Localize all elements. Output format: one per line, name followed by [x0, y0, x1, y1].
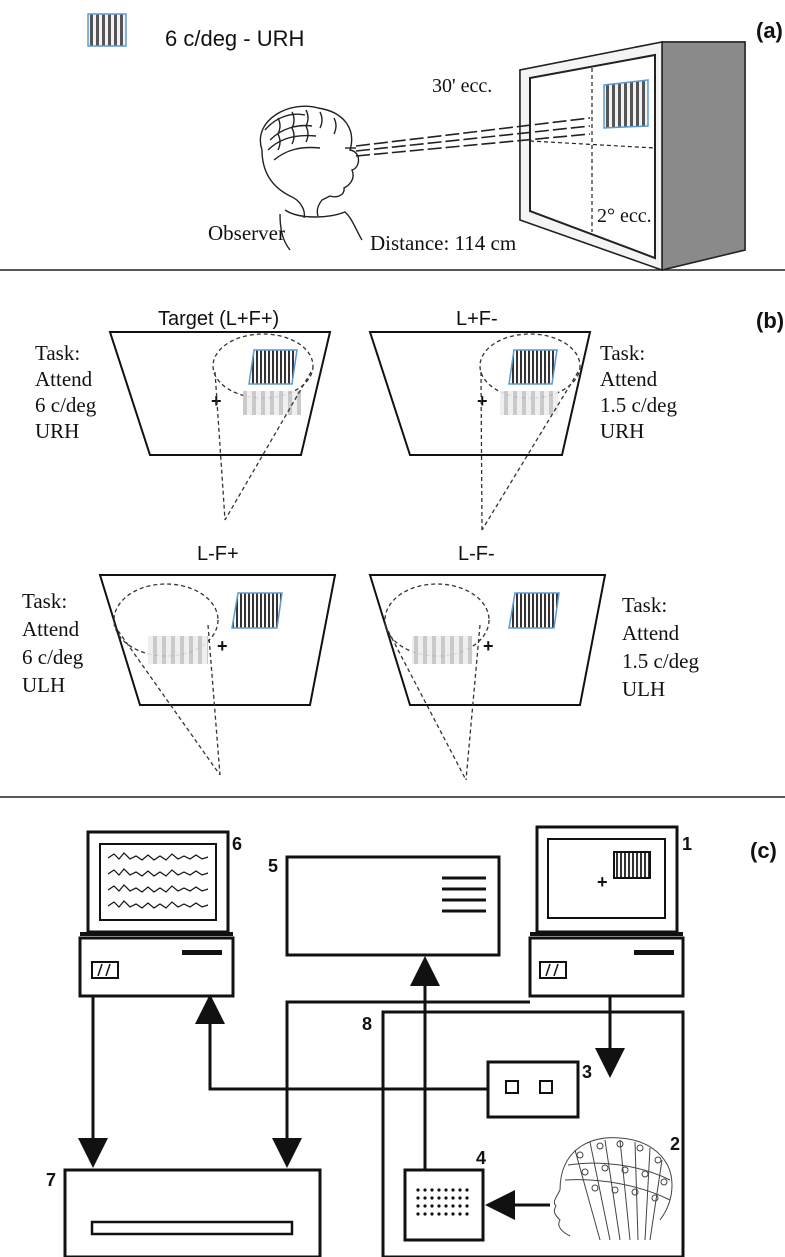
condition-l-minus-f-plus: L-F+ + Task: Attend 6 c/deg ULH [22, 543, 337, 776]
condition-title: L-F+ [197, 543, 239, 565]
task-line: ULH [622, 677, 665, 701]
electrode-cap-head [553, 1137, 673, 1241]
task-line: 6 c/deg [22, 645, 84, 669]
display-monitor [519, 41, 746, 272]
task-line: Task: [35, 341, 80, 365]
svg-text:+: + [477, 391, 488, 411]
panel-c: (c) 6 5 [46, 825, 777, 1257]
svg-text:+: + [597, 872, 608, 892]
legend-text: 6 c/deg - URH [165, 26, 304, 51]
number-label: 4 [476, 1148, 486, 1168]
svg-text:+: + [211, 391, 222, 411]
condition-title: L+F- [456, 308, 498, 330]
panel-c-label: (c) [750, 838, 777, 863]
box-5 [285, 855, 501, 957]
task-line: URH [600, 419, 644, 443]
stimulus-computer [528, 825, 685, 998]
amplifier-box [403, 1168, 485, 1242]
task-line: Task: [600, 341, 645, 365]
condition-title: L-F- [458, 543, 495, 565]
panel-a: (a) 6 c/deg - URH 30' ecc. 2° ecc. [87, 13, 783, 272]
ecc-30-label: 30' ecc. [432, 75, 492, 97]
eeg-computer [78, 830, 235, 998]
condition-lf-minus: L+F- + Task: Attend 1.5 c/deg URH [368, 308, 677, 531]
distance-label: Distance: 114 cm [370, 231, 516, 255]
svg-text:+: + [483, 636, 494, 656]
task-line: URH [35, 419, 79, 443]
number-label: 6 [232, 834, 242, 854]
panel-b: (b) Target (L+F+) + Task: Attend 6 c/deg… [22, 308, 784, 781]
legend-grating-icon [87, 13, 127, 47]
number-label: 1 [682, 834, 692, 854]
connections [78, 956, 625, 1220]
ecc-2-label: 2° ecc. [597, 205, 652, 227]
response-box [486, 1060, 580, 1119]
box-7 [63, 1168, 322, 1257]
panel-a-label: (a) [756, 18, 783, 43]
shielded-room [381, 1010, 685, 1257]
task-line: Attend [600, 367, 658, 391]
condition-l-minus-f-minus: L-F- + Task: Attend 1.5 c/deg ULH [368, 543, 699, 781]
svg-text:+: + [217, 636, 228, 656]
screen-grating [603, 79, 649, 129]
condition-target: Target (L+F+) + Task: Attend 6 c/deg URH [35, 308, 332, 521]
task-line: 1.5 c/deg [622, 649, 699, 673]
task-line: Attend [622, 621, 680, 645]
task-line: 1.5 c/deg [600, 393, 677, 417]
amplifier-dots [416, 1188, 469, 1216]
task-line: Task: [22, 589, 67, 613]
number-label: 7 [46, 1170, 56, 1190]
sight-lines [355, 117, 591, 157]
eeg-traces [107, 852, 209, 909]
number-label: 2 [670, 1134, 680, 1154]
observer-figure [259, 105, 363, 251]
panel-b-label: (b) [756, 308, 784, 333]
task-line: ULH [22, 673, 65, 697]
task-line: 6 c/deg [35, 393, 97, 417]
condition-title: Target (L+F+) [158, 308, 279, 330]
observer-label: Observer [208, 221, 285, 245]
number-label: 8 [362, 1014, 372, 1034]
task-line: Task: [622, 593, 667, 617]
number-label: 5 [268, 856, 278, 876]
task-line: Attend [35, 367, 93, 391]
task-line: Attend [22, 617, 80, 641]
number-label: 3 [582, 1062, 592, 1082]
